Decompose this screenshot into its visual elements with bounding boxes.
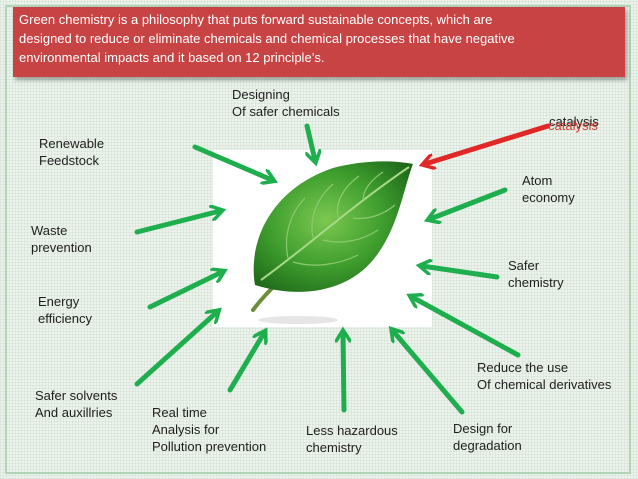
label-solvents: Safer solvents And auxillries [35,387,117,421]
label-waste-line-2: prevention [31,240,92,255]
label-waste: Waste prevention [31,222,92,256]
arrow-renewable [192,144,272,180]
label-atom-line-1: Atom [522,173,553,188]
label-renewable-line-2: Feedstock [39,153,99,168]
label-reduce: Reduce the use Of chemical derivatives [477,359,611,393]
label-safer-chemistry-line-2: chemistry [508,275,564,290]
banner-line-2: designed to reduce or eliminate chemical… [19,31,515,46]
label-realtime-line-2: Analysis for [152,422,220,437]
label-catalysis-text: catalysis [549,114,599,129]
arrow-waste [134,211,220,235]
label-energy: Energy efficiency [38,293,92,327]
arrow-reduce [412,297,521,358]
label-atom-line-2: economy [522,190,575,205]
label-catalysis: catalysis catalysis [548,113,599,133]
leaf-icon [251,161,413,324]
banner-line-1: Green chemistry is a philosophy that put… [19,12,493,27]
label-hazardous-line-2: chemistry [306,440,362,455]
banner-line-3: environmental impacts and it based on 12… [19,50,325,65]
arrow-energy [147,272,222,310]
label-degradation-line-2: degradation [453,438,522,453]
label-waste-line-1: Waste [31,223,68,238]
label-energy-line-1: Energy [38,294,80,309]
label-catalysis-overlap: catalysis [548,118,598,133]
label-degradation: Design for degradation [453,420,522,454]
arrow-catalysis [425,123,551,164]
label-designing-line-1: Designing [232,87,290,102]
label-solvents-line-2: And auxillries [35,405,113,420]
label-realtime-line-1: Real time [152,405,207,420]
leaf-image [213,150,432,327]
label-realtime-line-3: Pollution prevention [152,439,267,454]
label-safer-chemistry-line-1: Safer [508,258,540,273]
label-solvents-line-1: Safer solvents [35,388,118,403]
slide-frame [5,5,631,474]
arrow-solvents [134,312,217,387]
intro-banner: Green chemistry is a philosophy that put… [13,7,625,77]
label-hazardous: Less hazardous chemistry [306,422,398,456]
label-reduce-line-1: Reduce the use [477,360,569,375]
label-safer-chemistry: Safer chemistry [508,257,564,291]
label-reduce-line-2: Of chemical derivatives [477,377,612,392]
label-designing-line-2: Of safer chemicals [232,104,340,119]
arrow-atom [430,187,508,219]
arrow-degradation [393,331,465,415]
arrow-hazardous [343,333,344,413]
arrow-safer-chemistry [422,266,500,280]
label-renewable: Renewable Feedstock [39,135,104,169]
arrow-designing [304,123,315,160]
label-hazardous-line-1: Less hazardous [306,423,398,438]
arrow-realtime [227,333,264,393]
label-degradation-line-1: Design for [453,421,513,436]
label-energy-line-2: efficiency [38,311,92,326]
label-atom: Atom economy [522,172,575,206]
label-renewable-line-1: Renewable [39,136,105,151]
label-realtime: Real time Analysis for Pollution prevent… [152,404,266,455]
label-designing: Designing Of safer chemicals [232,86,340,120]
